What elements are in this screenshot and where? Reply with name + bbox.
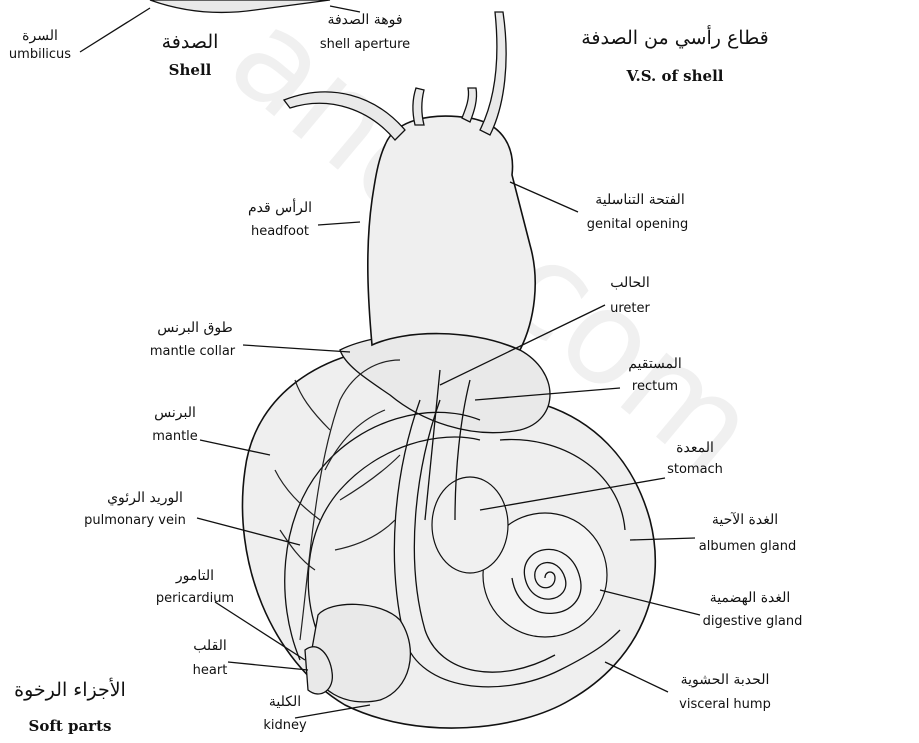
label-heart-ar: القلب: [180, 638, 240, 654]
label-headfoot-ar: الرأس قدم: [235, 200, 325, 216]
label-rectum-ar: المستقيم: [615, 356, 695, 372]
label-ureter-ar: الحالب: [595, 275, 665, 291]
label-shell-aperture-en: shell aperture: [300, 38, 430, 53]
label-digestive-gland-en: digestive gland: [690, 615, 815, 630]
label-stomach-ar: المعدة: [660, 440, 730, 456]
label-pulmonary-vein-ar: الوريد الرئوي: [85, 490, 205, 506]
heading-shell-en: Shell: [135, 62, 245, 79]
label-pulmonary-vein-en: pulmonary vein: [65, 514, 205, 529]
label-visceral-hump-ar: الحدبة الحشوية: [665, 672, 785, 688]
label-albumen-gland-en: albumen gland: [685, 540, 810, 555]
label-pericardium-en: pericardium: [140, 592, 250, 607]
heading-vs-en: V.S. of shell: [590, 68, 760, 85]
tentacle-short-right: [462, 88, 477, 122]
heading-vs-ar: قطاع رأسي من الصدفة: [570, 28, 780, 50]
tentacle-short-left: [413, 88, 424, 125]
label-digestive-gland-ar: الغدة الهضمية: [690, 590, 810, 606]
tentacle-right-long: [480, 12, 506, 135]
label-umbilicus-ar: السرة: [0, 28, 80, 44]
label-genital-opening-ar: الفتحة التناسلية: [580, 192, 700, 208]
heading-shell-ar: الصدفة: [135, 32, 245, 54]
label-mantle-ar: البرنس: [140, 405, 210, 421]
stomach-shape: [432, 477, 508, 573]
label-headfoot-en: headfoot: [235, 225, 325, 240]
label-stomach-en: stomach: [655, 463, 735, 478]
label-heart-en: heart: [180, 664, 240, 679]
heading-soft-en: Soft parts: [10, 718, 130, 735]
label-mantle-en: mantle: [140, 430, 210, 445]
label-pericardium-ar: التامور: [155, 568, 235, 584]
label-albumen-gland-ar: الغدة الآحية: [690, 512, 800, 528]
label-genital-opening-en: genital opening: [575, 218, 700, 233]
headfoot-shape: [368, 116, 535, 350]
leader-visceral-hump: [605, 662, 668, 692]
label-umbilicus-en: umbilicus: [0, 48, 80, 63]
label-visceral-hump-en: visceral hump: [665, 698, 785, 713]
label-shell-aperture-ar: فوهة الصدفة: [300, 12, 430, 28]
label-mantle-collar-en: mantle collar: [135, 345, 250, 360]
heading-soft-ar: الأجزاء الرخوة: [0, 680, 140, 702]
label-kidney-ar: الكلية: [250, 694, 320, 710]
label-kidney-en: kidney: [250, 719, 320, 734]
tentacle-left-long: [284, 92, 405, 140]
leader-mantle-collar: [243, 345, 350, 352]
label-rectum-en: rectum: [615, 380, 695, 395]
shell-fragment: [150, 0, 330, 12]
label-mantle-collar-ar: طوق البرنس: [140, 320, 250, 336]
label-ureter-en: ureter: [595, 302, 665, 317]
